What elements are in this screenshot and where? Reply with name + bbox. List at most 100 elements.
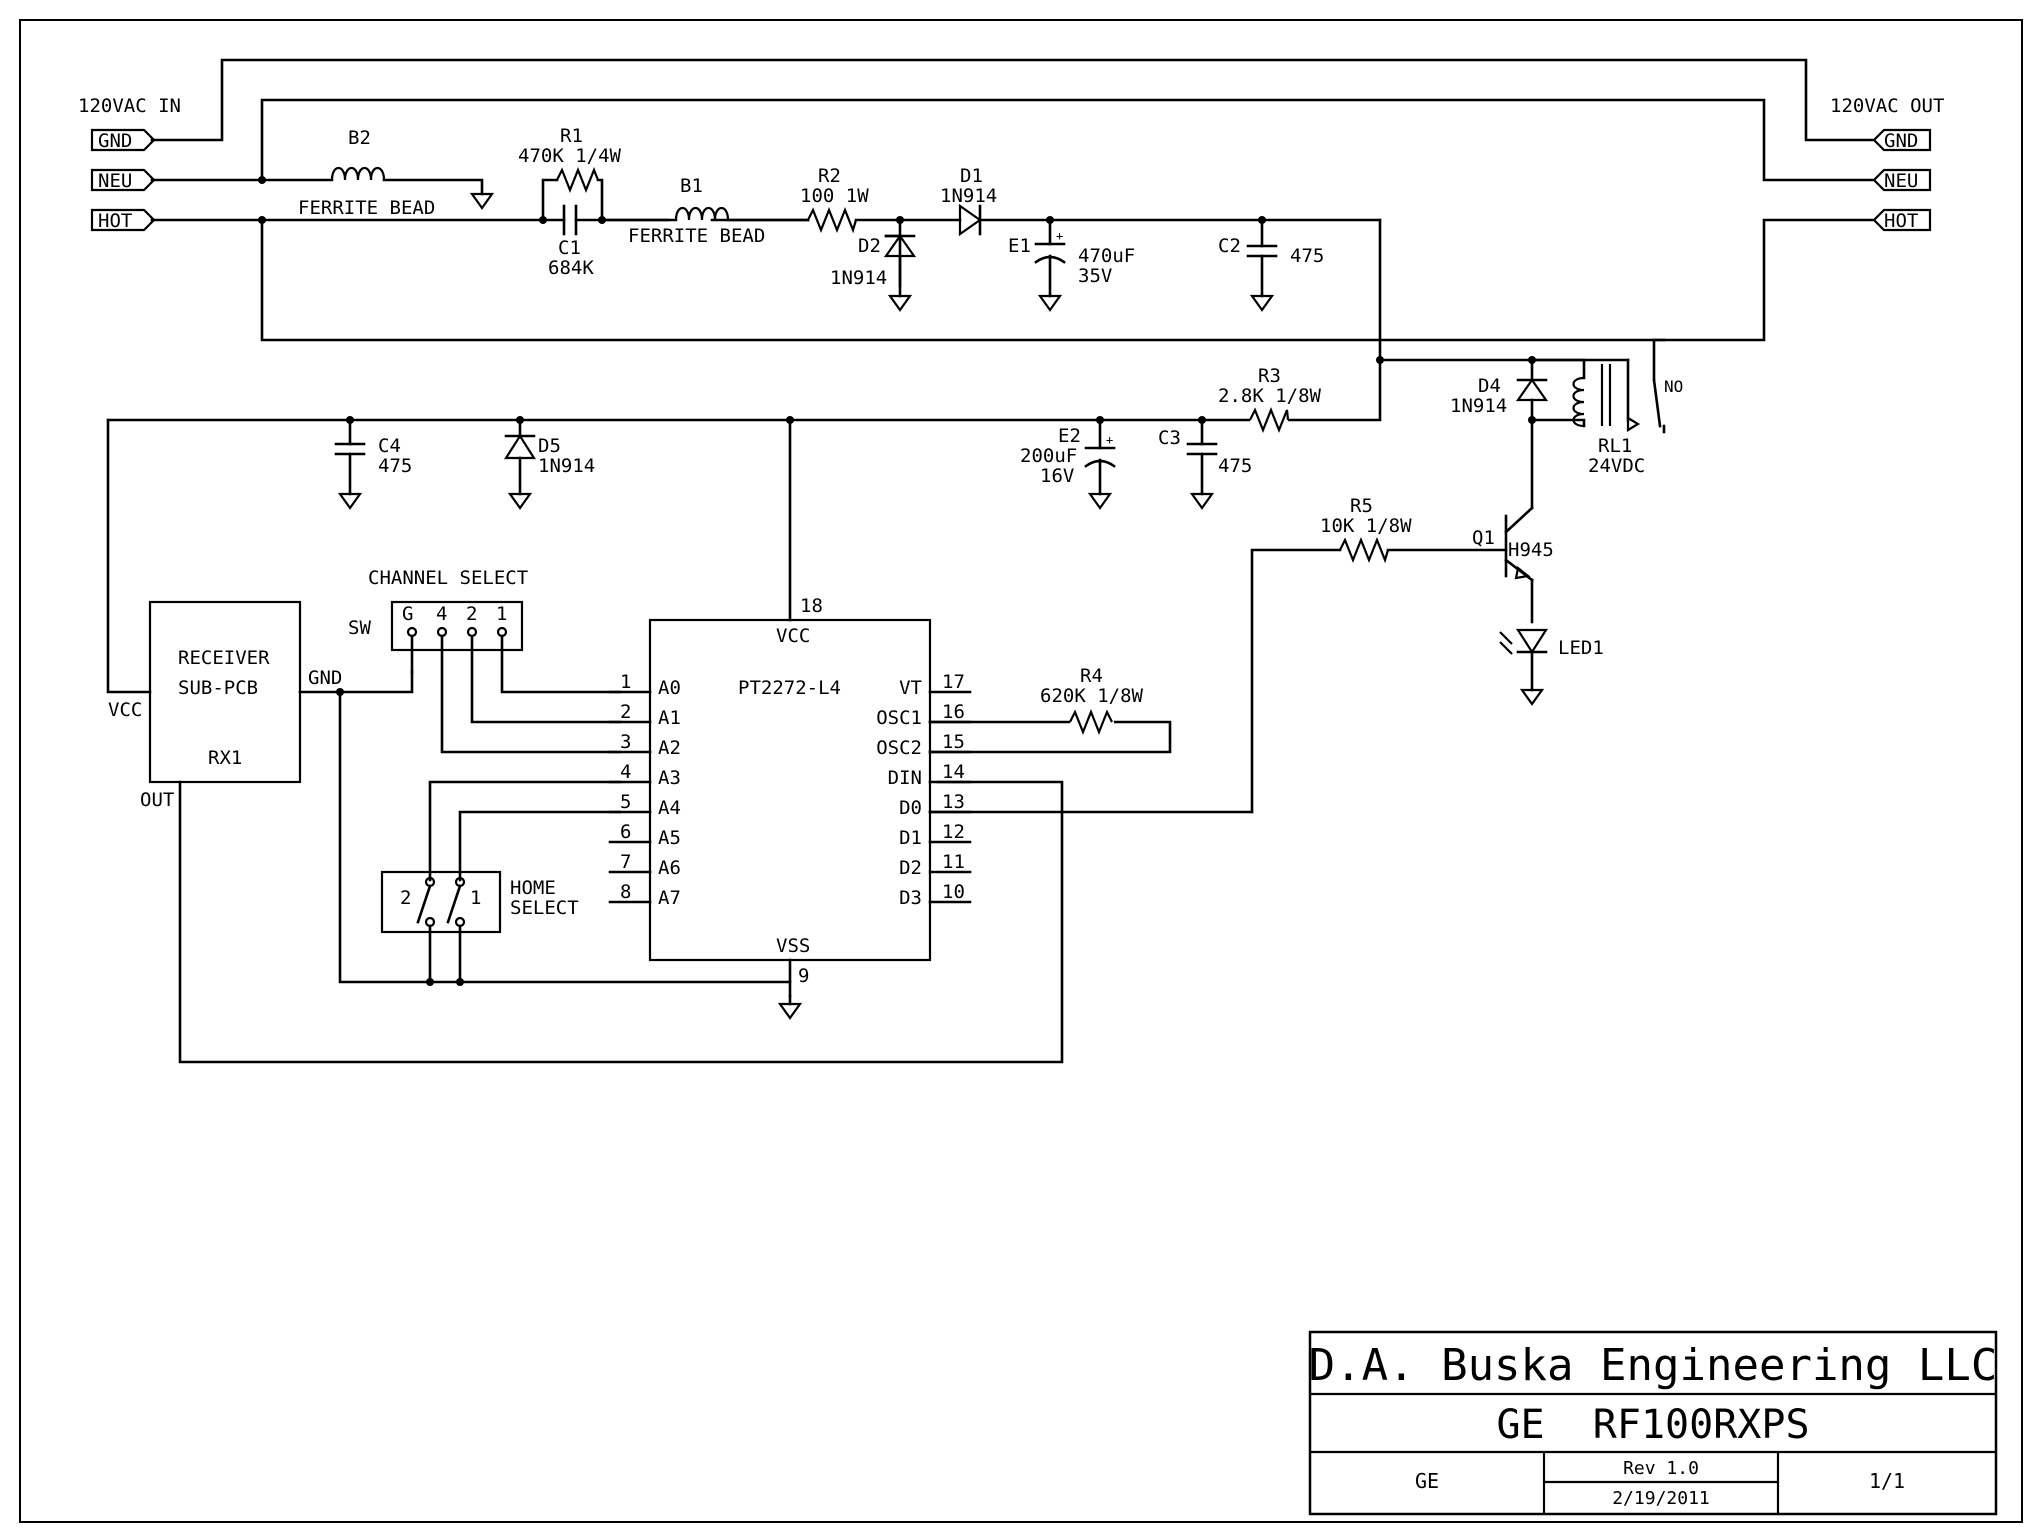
sw-ref: SW xyxy=(348,617,371,639)
ground-symbol xyxy=(469,192,495,210)
junction-dot xyxy=(786,416,794,424)
ic-pin-number: 15 xyxy=(942,731,965,753)
ferrite-bead-b1: B1 FERRITE BEAD xyxy=(600,175,810,247)
led-led1: LED1 xyxy=(1499,628,1604,706)
d5-ref: D5 xyxy=(538,435,561,457)
sw-pin-1: 1 xyxy=(496,603,507,625)
ic-vcc-pin: 18 xyxy=(800,595,823,617)
rx1-line1: RECEIVER xyxy=(178,647,270,669)
ic-pin-name: A1 xyxy=(658,707,681,729)
e1-ref: E1 xyxy=(1008,235,1031,257)
rx1-vcc: VCC xyxy=(108,699,142,721)
junction-dot xyxy=(346,416,354,424)
ic-pin-name: D3 xyxy=(899,887,922,909)
electrolytic-cap-e1: + E1 470uF 35V xyxy=(1008,216,1135,312)
ic-pin-name: D0 xyxy=(899,797,922,819)
port-in-hot: HOT xyxy=(98,210,132,232)
project-name: GE RF100RXPS xyxy=(1496,1402,1809,1448)
port-out-neu: NEU xyxy=(1884,170,1918,192)
b2-ref: B2 xyxy=(348,127,371,149)
resistor-r5: R5 10K 1/8W xyxy=(1250,495,1508,814)
d1-ref: D1 xyxy=(960,165,983,187)
rl1-ref: RL1 xyxy=(1598,435,1632,457)
ic-vss-pin: 9 xyxy=(798,965,809,987)
ic-name: PT2272-L4 xyxy=(738,677,841,699)
r1-ref: R1 xyxy=(560,125,583,147)
r5-ref: R5 xyxy=(1350,495,1373,517)
junction-dot xyxy=(258,176,266,184)
ic-pin-number: 11 xyxy=(942,851,965,873)
revision-label: Rev 1.0 xyxy=(1623,1458,1699,1479)
ic-pin-name: OSC1 xyxy=(876,707,922,729)
ic-pin-name: D2 xyxy=(899,857,922,879)
ic-pin-number: 14 xyxy=(942,761,965,783)
d4-value: 1N914 xyxy=(1450,395,1507,417)
ic-pin-name: A3 xyxy=(658,767,681,789)
ic-pin-number: 7 xyxy=(620,851,631,873)
ferrite-bead-b2: B2 FERRITE BEAD xyxy=(298,127,435,219)
capacitor-c2: C2 475 xyxy=(1218,216,1324,312)
resistor-r3: R3 2.8K 1/8W xyxy=(1218,365,1322,433)
resistor-r2: R2 100 1W xyxy=(800,165,869,234)
port-out-label: 120VAC OUT xyxy=(1830,95,1944,117)
e2-value: 200uF xyxy=(1020,445,1077,467)
ic-pin-number: 2 xyxy=(620,701,631,723)
ic-pin-name: VT xyxy=(899,677,922,699)
ic-pin-name: A7 xyxy=(658,887,681,909)
sw-pin-4: 4 xyxy=(436,603,447,625)
sheet-border xyxy=(19,19,2023,1523)
c1-ref: C1 xyxy=(558,237,581,259)
ic-pin-name: OSC2 xyxy=(876,737,922,759)
ic-pin-name: DIN xyxy=(888,767,922,789)
ic-pin-name: A5 xyxy=(658,827,681,849)
diode-d5: D5 1N914 xyxy=(503,433,595,510)
r5-value: 10K 1/8W xyxy=(1320,515,1412,537)
ic-pin-number: 16 xyxy=(942,701,965,723)
e2-plus-mark: + xyxy=(1106,433,1113,447)
ic-pin-number: 3 xyxy=(620,731,631,753)
home-pos1: 1 xyxy=(470,887,481,909)
r2-value: 100 1W xyxy=(800,185,869,207)
company-name: D.A. Buska Engineering LLC xyxy=(1309,1340,1998,1391)
b1-ref: B1 xyxy=(680,175,703,197)
q1-ref: Q1 xyxy=(1472,527,1495,549)
capacitor-c3: C3 475 xyxy=(1158,427,1252,510)
c4-value: 475 xyxy=(378,455,412,477)
diode-d4: D4 1N914 xyxy=(1450,358,1549,424)
led1-ref: LED1 xyxy=(1558,637,1604,659)
home-pos2: 2 xyxy=(400,887,411,909)
sw-title: CHANNEL SELECT xyxy=(368,567,528,589)
rl1-contact-label: NO xyxy=(1664,377,1683,396)
r2-ref: R2 xyxy=(818,165,841,187)
sw-pin-g: G xyxy=(402,603,413,625)
ac-wiring xyxy=(106,58,1876,694)
port-in-gnd: GND xyxy=(98,130,132,152)
sw-pin-2: 2 xyxy=(466,603,477,625)
ic-pin-number: 1 xyxy=(620,671,631,693)
port-in-label: 120VAC IN xyxy=(78,95,181,117)
ic-pin-number: 5 xyxy=(620,791,631,813)
ic-pin-number: 8 xyxy=(620,881,631,903)
d4-ref: D4 xyxy=(1478,375,1501,397)
receiver-rx1: RECEIVER SUB-PCB RX1 VCC GND OUT xyxy=(108,600,1064,1064)
date-label: 2/19/2011 xyxy=(1612,1488,1710,1509)
c3-value: 475 xyxy=(1218,455,1252,477)
d2-value: 1N914 xyxy=(830,267,887,289)
ic-pin-name: D1 xyxy=(899,827,922,849)
d5-value: 1N914 xyxy=(538,455,595,477)
rx1-gnd: GND xyxy=(308,667,342,689)
capacitor-c4: C4 475 xyxy=(334,435,412,510)
c3-ref: C3 xyxy=(1158,427,1181,449)
e2-voltage: 16V xyxy=(1040,465,1074,487)
output-ports: 120VAC OUT GND NEU HOT xyxy=(1830,95,1944,232)
home-select-switch: 2 1 HOME SELECT xyxy=(380,780,792,986)
r4-value: 620K 1/8W xyxy=(1040,685,1144,707)
channel-select-switch: CHANNEL SELECT SW G 4 2 1 xyxy=(348,567,622,754)
ic-pin-name: A0 xyxy=(658,677,681,699)
home-line2: SELECT xyxy=(510,897,579,919)
q1-value: H945 xyxy=(1508,539,1554,561)
ic-pin-name: A4 xyxy=(658,797,681,819)
